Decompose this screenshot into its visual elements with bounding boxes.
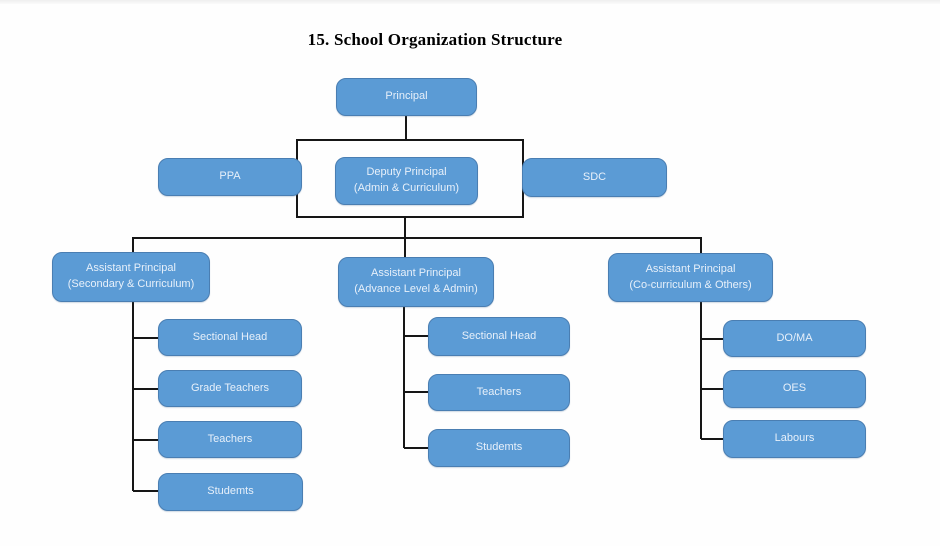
node-secondary-sectional-head: Sectional Head xyxy=(158,319,302,356)
node-assistant-principal-cocurricular-label: Assistant Principal (Co-curriculum & Oth… xyxy=(629,262,752,291)
node-labours: Labours xyxy=(723,420,866,458)
node-advance-sectional-head: Sectional Head xyxy=(428,317,570,356)
node-secondary-teachers: Teachers xyxy=(158,421,302,458)
node-grade-teachers: Grade Teachers xyxy=(158,370,302,407)
node-principal: Principal xyxy=(336,78,477,116)
node-advance-students: Studemts xyxy=(428,429,570,467)
node-secondary-students-label: Studemts xyxy=(207,485,254,498)
node-secondary-students: Studemts xyxy=(158,473,303,511)
node-assistant-principal-advance: Assistant Principal (Advance Level & Adm… xyxy=(338,257,494,307)
node-grade-teachers-label: Grade Teachers xyxy=(190,381,270,394)
node-secondary-sectional-head-label: Sectional Head xyxy=(192,330,268,343)
node-advance-sectional-head-label: Sectional Head xyxy=(461,329,537,342)
node-deputy-principal: Deputy Principal (Admin & Curriculum) xyxy=(335,157,478,205)
node-assistant-principal-cocurricular: Assistant Principal (Co-curriculum & Oth… xyxy=(608,253,773,302)
node-oes-label: OES xyxy=(782,382,807,395)
node-ppa-label: PPA xyxy=(219,170,241,183)
node-assistant-principal-advance-label: Assistant Principal (Advance Level & Adm… xyxy=(354,267,478,295)
node-assistant-principal-secondary-label: Assistant Principal (Secondary & Curricu… xyxy=(67,262,195,290)
node-advance-students-label: Studemts xyxy=(475,441,523,454)
node-secondary-teachers-label: Teachers xyxy=(207,432,253,445)
node-deputy-principal-label: Deputy Principal (Admin & Curriculum) xyxy=(353,166,460,194)
node-advance-teachers-label: Teachers xyxy=(476,385,522,398)
node-sdc-label: SDC xyxy=(582,170,607,183)
node-advance-teachers: Teachers xyxy=(428,374,570,411)
diagram-title: 15. School Organization Structure xyxy=(307,30,563,49)
node-do-ma: DO/MA xyxy=(723,320,866,357)
node-principal-label: Principal xyxy=(385,90,428,103)
node-assistant-principal-secondary: Assistant Principal (Secondary & Curricu… xyxy=(52,252,210,302)
node-sdc: SDC xyxy=(522,158,667,197)
node-labours-label: Labours xyxy=(774,432,815,445)
node-oes: OES xyxy=(723,370,866,408)
node-ppa: PPA xyxy=(158,158,302,196)
page-top-edge xyxy=(0,0,940,4)
node-do-ma-label: DO/MA xyxy=(776,331,813,344)
